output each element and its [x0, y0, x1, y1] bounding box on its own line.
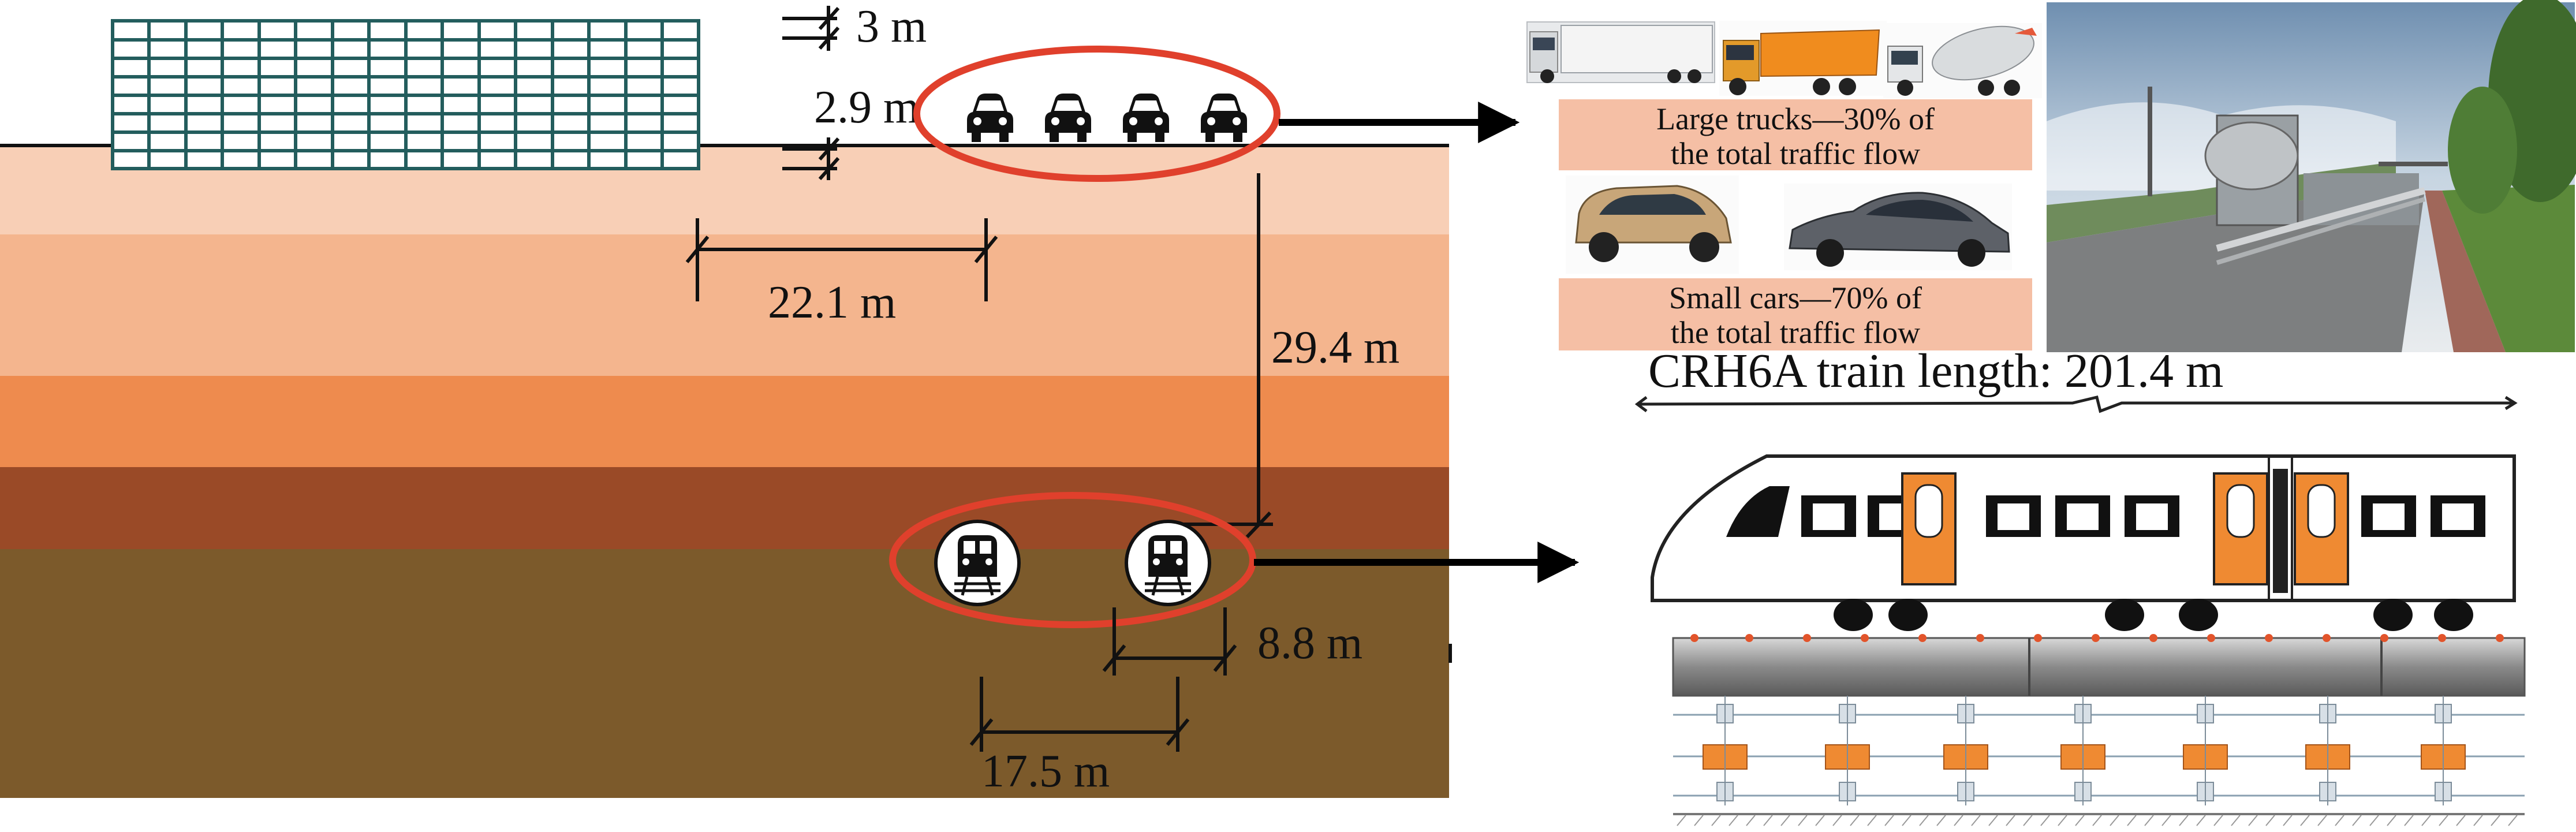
train-panel: CRH6A train length: 201.4 m: [1634, 344, 2526, 826]
cars-caption-bg: [1559, 278, 2032, 350]
truck-photo-mixer-truck: [1883, 23, 2042, 98]
car-front-icon: [1123, 94, 1169, 142]
road-height-dimension: [782, 137, 840, 180]
train-wheel: [1834, 599, 1873, 631]
train-length-label: CRH6A train length: 201.4 m: [1648, 344, 2223, 398]
tunnel-spacing-dimension: [1102, 607, 1452, 676]
depth-label: 29.4 m: [1271, 322, 1399, 373]
building-road-distance-dimension: [685, 218, 998, 301]
tunnel-offset-label: 17.5 m: [981, 746, 1110, 797]
tunnel-offset-dimension: [969, 677, 1190, 752]
tunnel-spacing-label: 8.8 m: [1257, 618, 1362, 669]
train-wheel: [2434, 599, 2473, 631]
car-front-icon: [1201, 94, 1247, 142]
floor-height-label: 3 m: [856, 1, 927, 52]
tunnels-group: [889, 492, 1580, 628]
car-photo-suv: [1566, 176, 1739, 274]
track-structure: [1672, 634, 2526, 826]
building-grid: [111, 19, 700, 170]
trucks-caption-bg: [1559, 99, 2032, 170]
train-wheel: [2373, 599, 2413, 631]
cars-caption-line-2: the total traffic flow: [1671, 315, 1920, 350]
soil-layer-4: [0, 467, 1449, 549]
soil-layer-3: [0, 376, 1449, 467]
soil-layer-5: [0, 549, 1449, 798]
road-vehicles-group: [913, 46, 1520, 182]
floor-height-dimension: [782, 6, 840, 51]
truck-photo-dump-truck: [1719, 21, 1887, 96]
trucks-caption-line-2: the total traffic flow: [1671, 136, 1920, 171]
building-road-distance-label: 22.1 m: [768, 277, 896, 328]
car-front-icon: [1045, 94, 1091, 142]
soil-profile: [0, 144, 1449, 798]
trucks-caption-line-1: Large trucks—30% of: [1656, 102, 1935, 136]
road-highlight-ellipse: [913, 46, 1280, 182]
tunnel-highlight-ellipse: [889, 492, 1256, 628]
soil-layer-2: [0, 234, 1449, 376]
traffic-panel: Large trucks—30% of the total traffic fl…: [1526, 0, 2576, 352]
train-wheel: [2179, 599, 2218, 631]
ground-hatch: [1677, 815, 2518, 826]
truck-photo-box-truck: [1526, 21, 1715, 83]
train-length-brace: [1634, 395, 2518, 413]
train-wheel: [1888, 599, 1928, 631]
train-front-icon: [1125, 520, 1211, 606]
train-wheel: [2105, 599, 2144, 631]
car-front-icon: [967, 94, 1013, 142]
car-photo-sedan: [1784, 184, 2012, 270]
train-front-icon: [934, 520, 1021, 606]
fastener-units: [1703, 696, 2466, 805]
road-photo: [2047, 0, 2576, 352]
cars-caption-line-1: Small cars—70% of: [1669, 281, 1922, 315]
crh6a-train-illustration: [1651, 454, 2516, 631]
car-gangway: [2273, 469, 2288, 593]
road-height-label: 2.9 m: [814, 82, 919, 133]
